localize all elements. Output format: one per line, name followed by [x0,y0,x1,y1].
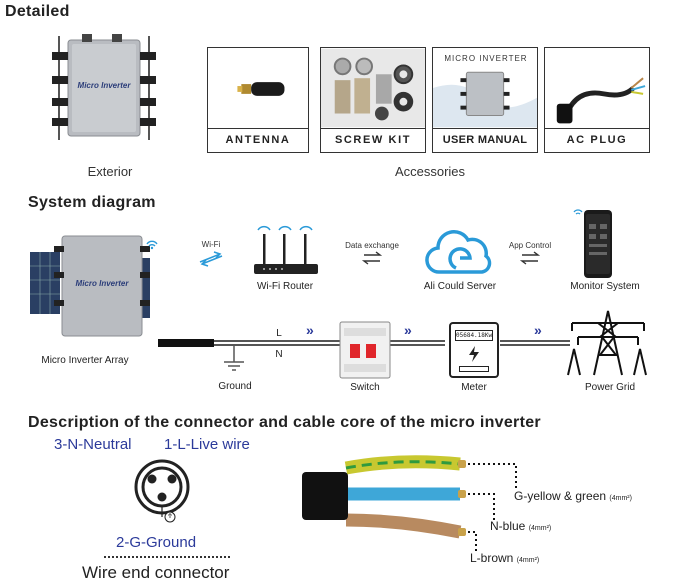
accessory-ac-plug: AC PLUG [544,47,650,153]
core-yellow-green-label: G-yellow & green (4mm²) [514,489,632,503]
screw-kit-label: SCREW KIT [321,128,425,152]
chevron-arrow-icon: » [534,322,542,338]
power-grid-tower-icon [567,310,647,376]
neutral-label: 3-N-Neutral [54,436,132,453]
line-L-label: L [276,328,282,339]
inverter-exterior-image: Micro Inverter [52,34,156,140]
app-control-arrows-icon [519,251,541,265]
wire-end-connector-caption: Wire end connector [82,563,230,582]
user-manual-label: USER MANUAL [433,128,537,152]
screw-kit-image [321,48,425,128]
ac-plug-image [556,77,646,124]
wifi-router-icon [254,225,318,274]
grid-caption: Power Grid [584,382,635,393]
core-label-leaders [468,463,517,551]
monitor-caption: Monitor System [570,281,640,292]
antenna-label: ANTENNA [208,128,308,152]
power-lines [158,339,570,371]
svg-text:Micro Inverter: Micro Inverter [76,279,130,288]
ground-caption: Ground [218,381,252,392]
cable-core-diagram [302,455,466,539]
accessories-caption: Accessories [394,164,466,179]
lightning-icon [469,346,479,362]
dotted-divider [104,556,230,558]
data-exchange-arrows-icon [361,251,383,265]
app-control-label: App Control [508,241,552,250]
data-exchange-label: Data exchange [345,241,399,250]
meter-caption: Meter [461,382,487,393]
line-N-label: N [275,349,283,360]
meter-display: 05684.18Kw [455,330,493,341]
electric-meter: 05684.18Kw [449,322,499,378]
core-brown-label: L-brown (4mm²) [470,551,540,565]
monitor-phone-icon [573,209,612,278]
antenna-image [237,82,285,96]
cloud-server-icon [425,230,492,274]
inverter-brand-text: Micro Inverter [78,81,132,90]
cloud-caption: Ali Could Server [423,281,497,292]
circuit-switch-icon [339,321,391,379]
ground-label: 2-G-Ground [116,534,197,551]
live-label: 1-L-Live wire [164,436,250,453]
ac-plug-label: AC PLUG [545,128,649,152]
switch-caption: Switch [350,382,380,393]
section-title-detailed: Detailed [5,3,70,20]
wifi-label: Wi-Fi [201,240,221,249]
chevron-arrow-icon: » [306,322,314,338]
section-title-description: Description of the connector and cable c… [28,414,541,431]
wifi-exchange-arrows-icon [199,251,223,267]
chevron-arrow-icon: » [404,322,412,338]
wire-end-connector-icon [134,459,190,523]
user-manual-image [433,71,537,128]
core-blue-label: N-blue (4mm²) [490,519,552,533]
section-title-system: System diagram [28,194,156,211]
manual-box-title: MICRO INVERTER [444,54,528,63]
accessory-user-manual: MICRO INVERTER USER MANUAL [432,47,538,153]
accessory-antenna: ANTENNA [207,47,309,153]
exterior-caption: Exterior [87,164,133,179]
inverter-array-image: Micro Inverter [30,235,150,337]
inverter-wifi-icon [146,240,158,250]
router-caption: Wi-Fi Router [256,281,314,292]
array-caption: Micro Inverter Array [41,355,129,366]
accessory-screw-kit: SCREW KIT [320,47,426,153]
